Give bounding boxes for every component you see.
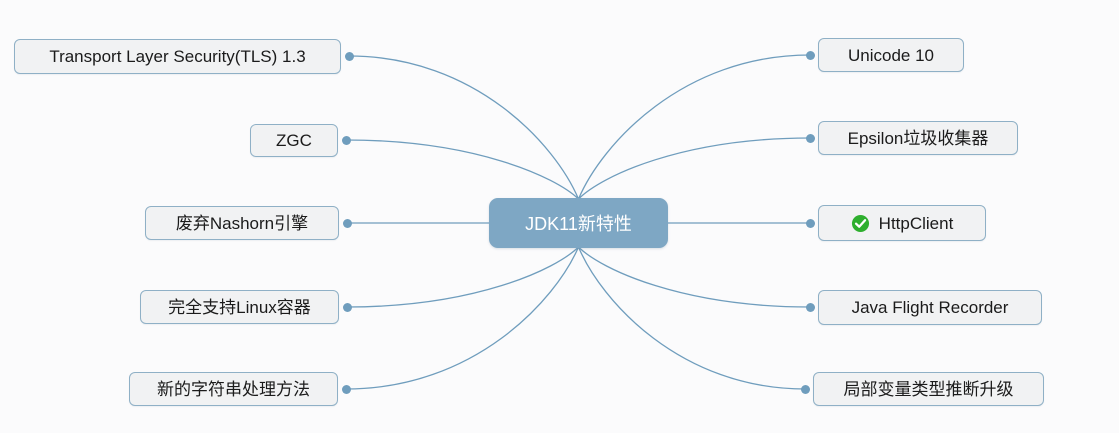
connector-line — [348, 55, 580, 200]
connector-dot — [342, 302, 352, 312]
connector-line — [577, 54, 811, 200]
connector-dot — [344, 51, 354, 61]
branch-node-label: ZGC — [276, 131, 312, 150]
branch-node[interactable]: ZGC — [250, 124, 338, 157]
branch-node-label: 废弃Nashorn引擎 — [175, 213, 309, 233]
connector-dot — [805, 50, 815, 60]
connector-dot — [805, 302, 815, 312]
branch-node[interactable]: 局部变量类型推断升级 — [813, 372, 1044, 406]
branch-node[interactable]: 完全支持Linux容器 — [140, 290, 339, 324]
connector-dot — [800, 384, 810, 394]
branch-node[interactable]: Java Flight Recorder — [818, 290, 1042, 325]
branch-node-label: HttpClient — [878, 213, 954, 233]
connector-dot — [805, 133, 815, 143]
branch-node-label: Unicode 10 — [847, 45, 934, 65]
branch-node[interactable]: 新的字符串处理方法 — [129, 372, 338, 406]
connector-dot — [341, 384, 351, 394]
connector-dot — [805, 218, 815, 228]
branch-node-label: Transport Layer Security(TLS) 1.3 — [49, 47, 306, 66]
center-node-label: JDK11新特性 — [525, 214, 632, 234]
connector-line — [578, 246, 811, 308]
branch-node[interactable]: Transport Layer Security(TLS) 1.3 — [14, 39, 341, 74]
check-circle-icon — [851, 214, 869, 232]
branch-node-label: 新的字符串处理方法 — [157, 379, 310, 399]
connector-line — [345, 139, 579, 200]
branch-node[interactable]: HttpClient — [818, 205, 986, 241]
branch-node-label: Java Flight Recorder — [851, 298, 1009, 317]
branch-node-label: 局部变量类型推断升级 — [843, 379, 1014, 399]
connector-line — [578, 137, 811, 200]
connector-dot — [341, 135, 351, 145]
connector-line — [346, 246, 579, 308]
branch-node-label: Epsilon垃圾收集器 — [847, 128, 989, 148]
branch-node[interactable]: Epsilon垃圾收集器 — [818, 121, 1018, 155]
branch-node-label: 完全支持Linux容器 — [168, 297, 311, 317]
branch-node[interactable]: 废弃Nashorn引擎 — [145, 206, 339, 240]
branch-node[interactable]: Unicode 10 — [818, 38, 964, 72]
connector-dot — [342, 218, 352, 228]
connector-line — [577, 246, 806, 390]
connector-line — [345, 246, 580, 390]
center-node[interactable]: JDK11新特性 — [489, 198, 668, 248]
